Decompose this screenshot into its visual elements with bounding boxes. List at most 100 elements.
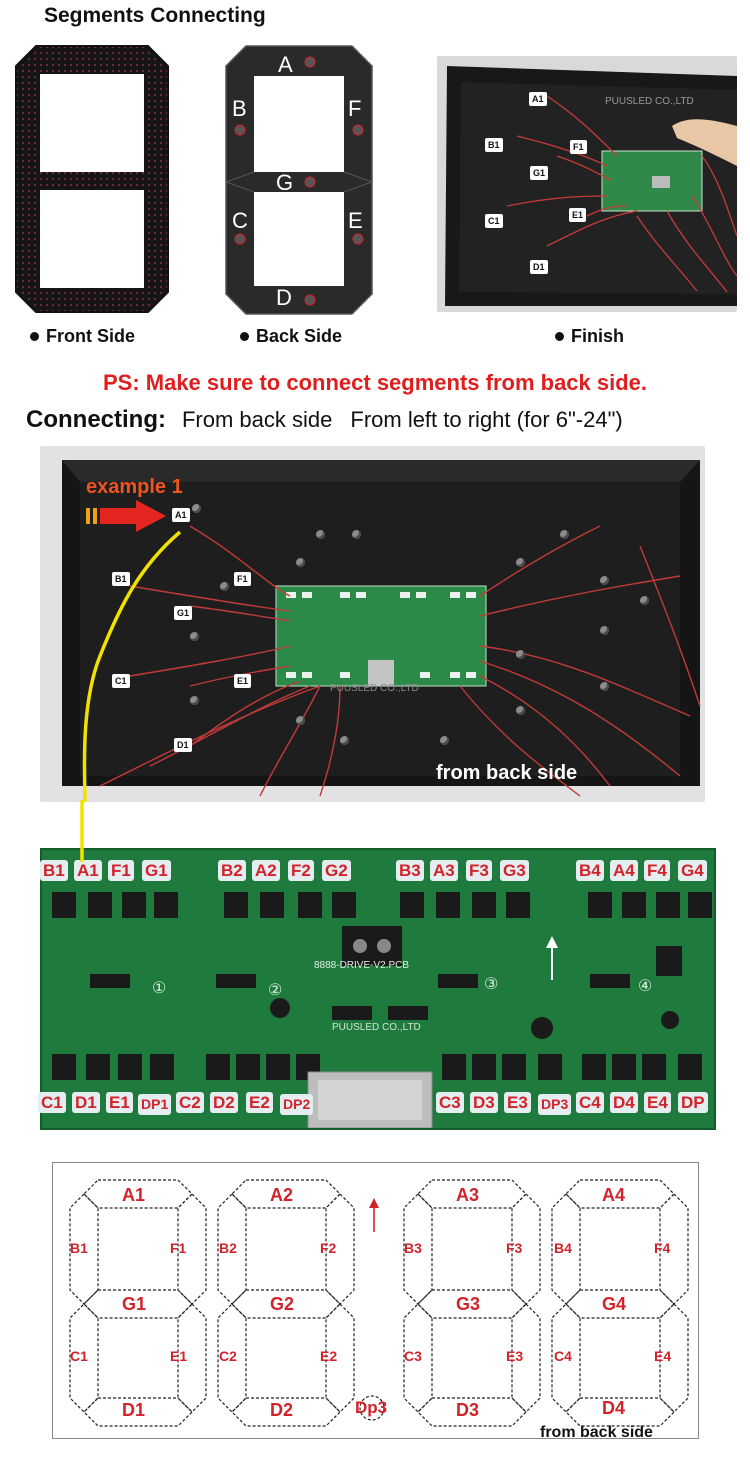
back-tag-g1: G1	[174, 606, 193, 620]
pcb-pin-f1: F1	[108, 860, 134, 881]
finish-tag-d1: D1	[530, 260, 548, 274]
diagram-d3: D3	[456, 1400, 480, 1420]
back-letter-f: F	[348, 96, 362, 121]
diagram-d4: D4	[602, 1398, 626, 1418]
diagram-b3: B3	[404, 1240, 422, 1256]
diagram-caption: from back side	[540, 1424, 653, 1441]
pcb-circle-4: ④	[638, 978, 653, 995]
diagram-b4: B4	[554, 1240, 572, 1256]
diagram-f4: F4	[654, 1240, 671, 1256]
pcb-pin-c4: C4	[576, 1092, 604, 1113]
pcb-watermark: PUUSLED CO.,LTD	[332, 1022, 421, 1033]
diagram-c2: C2	[219, 1348, 237, 1364]
back-letter-a: A	[278, 52, 293, 77]
diagram-c3: C3	[404, 1348, 422, 1364]
diagram-c4: C4	[554, 1348, 572, 1364]
diagram-b2: B2	[219, 1240, 237, 1256]
bullet-icon	[555, 332, 564, 341]
back-tag-d1: D1	[174, 738, 192, 752]
pcb-pin-g4: G4	[678, 860, 707, 881]
back-photo-caption: from back side	[436, 762, 578, 784]
pcb-pin-c2: C2	[176, 1092, 204, 1113]
diagram-a4: A4	[602, 1185, 626, 1205]
caption-back-side: Back Side	[240, 326, 342, 347]
pcb-pin-e2: E2	[246, 1092, 273, 1113]
pcb-circle-1: ①	[152, 980, 167, 997]
back-tag-e1: E1	[234, 674, 252, 688]
connecting-label: Connecting:	[26, 406, 166, 433]
diagram-g2: G2	[270, 1294, 295, 1314]
pcb-pin-c3: C3	[436, 1092, 464, 1113]
connecting-part2: From left to right (for 6"-24")	[350, 407, 623, 432]
diagram-g3: G3	[456, 1294, 481, 1314]
caption-finish: Finish	[555, 326, 624, 347]
connecting-instructions: Connecting: From back side From left to ri…	[26, 406, 623, 434]
diagram-e1: E1	[170, 1348, 188, 1364]
finish-tag-g1: G1	[530, 166, 549, 180]
pcb-pin-e4: E4	[644, 1092, 671, 1113]
finish-photo: A1 B1 F1 G1 C1 E1 D1 PUUSLED CO.,LTD	[437, 56, 737, 312]
caption-front-side: Front Side	[30, 326, 135, 347]
pcb-pin-d3: D3	[470, 1092, 498, 1113]
pcb-board-label: 8888-DRIVE-V2.PCB	[314, 960, 410, 971]
back-tag-c1: C1	[112, 674, 130, 688]
pcb-pin-e3: E3	[504, 1092, 531, 1113]
pcb-pin-f4: F4	[644, 860, 670, 881]
finish-watermark: PUUSLED CO.,LTD	[605, 96, 694, 107]
yellow-wire	[80, 800, 84, 862]
pcb-pin-a4: A4	[610, 860, 638, 881]
pcb-pin-d2: D2	[210, 1092, 238, 1113]
pcb-pin-g3: G3	[500, 860, 529, 881]
pcb-pin-a2: A2	[252, 860, 280, 881]
diagram-c1: C1	[70, 1348, 88, 1364]
diagram-g1: G1	[122, 1294, 147, 1314]
pcb-circle-3: ③	[484, 976, 499, 993]
pcb-pin-dp: DP	[678, 1092, 708, 1113]
pcb-pin-d4: D4	[610, 1092, 638, 1113]
pcb-pin-a1: A1	[74, 860, 102, 881]
finish-tag-e1: E1	[569, 208, 587, 222]
pcb-pin-c1: C1	[38, 1092, 66, 1113]
diagram-b1: B1	[70, 1240, 88, 1256]
diagram-a2: A2	[270, 1185, 294, 1205]
page-title: Segments Connecting	[44, 4, 266, 27]
back-letter-b: B	[232, 96, 247, 121]
diagram-f1: F1	[170, 1240, 187, 1256]
pcb-pin-dp2: DP2	[280, 1094, 314, 1115]
pcb-pin-b4: B4	[576, 860, 604, 881]
diagram-e2: E2	[320, 1348, 338, 1364]
example-label: example 1	[86, 476, 183, 498]
pcb-pin-g2: G2	[322, 860, 351, 881]
bullet-icon	[30, 332, 39, 341]
diagram-e3: E3	[506, 1348, 524, 1364]
segment-outlines	[69, 1179, 689, 1427]
back-tag-b1: B1	[112, 572, 130, 586]
pcb-pin-f2: F2	[288, 860, 314, 881]
back-letter-g: G	[276, 170, 294, 195]
pcb-pin-e1: E1	[106, 1092, 133, 1113]
finish-tag-b1: B1	[485, 138, 503, 152]
back-photo-watermark: PUUSLED CO.,LTD	[330, 683, 419, 694]
back-letter-d: D	[276, 285, 292, 310]
front-side-digit	[15, 45, 169, 313]
back-side-digit	[225, 45, 373, 315]
diagram-a3: A3	[456, 1185, 480, 1205]
pcb-board: 8888-DRIVE-V2.PCB PUUSLED CO.,LTD ① ② ③ …	[40, 848, 716, 1130]
diagram-a1: A1	[122, 1185, 146, 1205]
pcb-pin-f3: F3	[466, 860, 492, 881]
finish-tag-f1: F1	[570, 140, 587, 154]
diagram-d1: D1	[122, 1400, 146, 1420]
pcb-pin-d1: D1	[72, 1092, 100, 1113]
ps-warning: PS: Make sure to connect segments from b…	[102, 370, 648, 395]
back-tag-a1: A1	[172, 508, 190, 522]
diagram-f2: F2	[320, 1240, 337, 1256]
diagram-g4: G4	[602, 1294, 627, 1314]
pcb-pin-g1: G1	[142, 860, 171, 881]
diagram-dp3: Dp3	[355, 1398, 388, 1417]
finish-tag-a1: A1	[529, 92, 547, 106]
pcb-pin-b2: B2	[218, 860, 246, 881]
pcb-pin-b3: B3	[396, 860, 424, 881]
diagram-f3: F3	[506, 1240, 523, 1256]
back-side-photo: A1 B1 F1 G1 C1 E1 D1 example 1 PUUSLED C…	[40, 446, 705, 802]
connecting-part1: From back side	[181, 407, 333, 432]
